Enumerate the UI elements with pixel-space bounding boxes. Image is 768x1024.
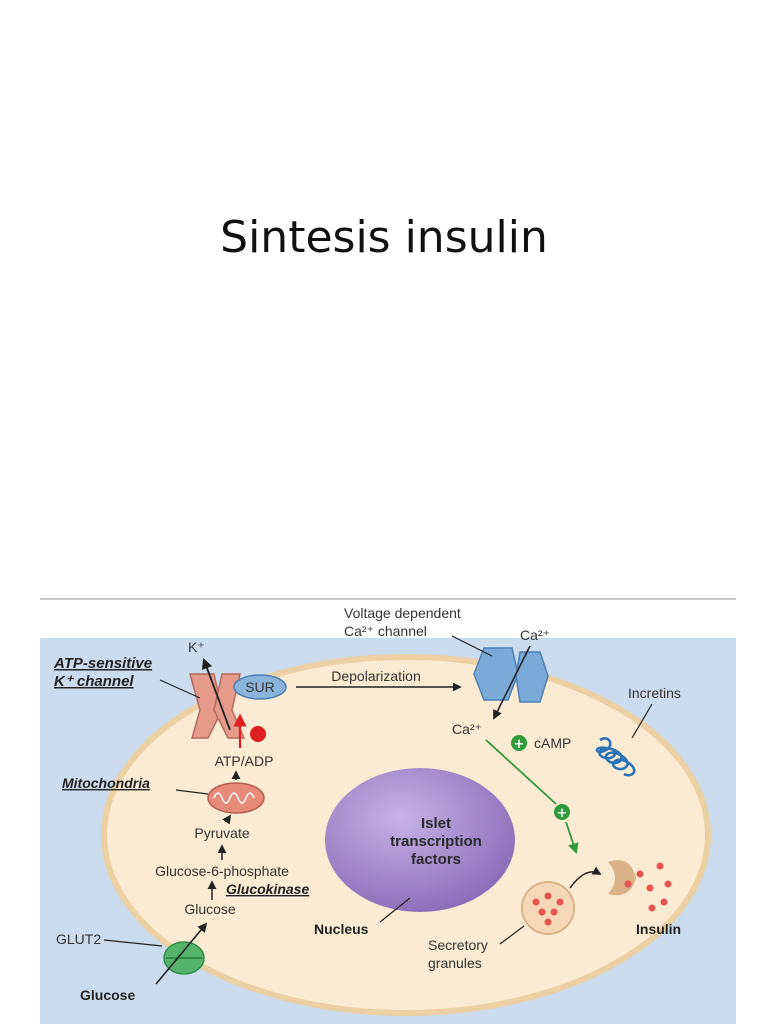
incretins-leader (631, 703, 653, 739)
incretin-receptor (595, 737, 636, 777)
glucokinase-label: Glucokinase (226, 881, 309, 897)
mitochondria-cristae (213, 792, 255, 804)
glucose-outside-label: Glucose (80, 987, 135, 1003)
mitochondria (207, 782, 265, 814)
nucleus-label: Nucleus (314, 921, 369, 937)
islet-label-1: Islet (421, 815, 451, 832)
glut2-label: GLUT2 (56, 931, 101, 947)
camp-plus-icon (511, 735, 527, 751)
granule-exocytosis-arrow (569, 866, 602, 889)
diagram-top-rule (40, 598, 736, 600)
ca-outside-label: Ca²⁺ (520, 627, 550, 643)
insulin-label: Insulin (636, 921, 681, 937)
sur-receptor (233, 674, 287, 700)
pyruvate-arrow (222, 814, 231, 825)
pyruvate-label: Pyruvate (194, 825, 249, 841)
atp-channel-label-2: K⁺ channel (54, 673, 134, 690)
atp-channel-leader (159, 679, 201, 699)
depolarization-label: Depolarization (331, 668, 421, 684)
secretory-leader (499, 925, 525, 945)
islet-label-2: transcription (390, 833, 482, 850)
ca-channel-left (473, 647, 519, 701)
camp-plus-glyph: + (514, 737, 525, 752)
mitochondria-leader (175, 789, 209, 795)
secretory-granule (521, 881, 575, 935)
g6p-label: Glucose-6-phosphate (155, 863, 289, 879)
insulin-secretion-diagram: Islet transcription factors SUR K⁺ ATP-s… (40, 598, 736, 1024)
glucose-uptake-arrow (155, 922, 208, 985)
ca-channel-right (515, 651, 549, 703)
k-efflux-arrow (201, 657, 231, 731)
released-insulin-dots (624, 862, 672, 912)
ca-inside-label: Ca²⁺ (452, 721, 482, 737)
sur-label: SUR (245, 679, 275, 695)
secretory-label-1: Secretory (428, 937, 488, 953)
voltage-label-2: Ca²⁺ channel (344, 623, 427, 639)
nucleus-leader (379, 897, 411, 923)
granule-plus-icon (554, 804, 570, 820)
voltage-leader (451, 635, 493, 657)
ca-to-granule-green-arrow-1 (485, 739, 557, 805)
granule-insulin-dots (532, 892, 564, 926)
k-plus-label: K⁺ (188, 639, 205, 655)
islet-label-3: factors (411, 851, 461, 868)
nucleus (325, 768, 515, 912)
glucose-inside-label: Glucose (184, 901, 236, 917)
ca-to-granule-green-arrow-2 (565, 821, 579, 855)
atp-channel-label-1: ATP-sensitive (53, 655, 152, 672)
incretins-label: Incretins (628, 685, 681, 701)
camp-label: cAMP (534, 735, 571, 751)
ca-influx-arrow (493, 645, 531, 720)
voltage-label-1: Voltage dependent (344, 605, 461, 621)
atp-adp-label: ATP/ADP (215, 753, 274, 769)
atp-red-dot (250, 726, 266, 742)
secretory-label-2: granules (428, 955, 482, 971)
slide-title: Sintesis insulin (220, 212, 548, 263)
glut2-leader (103, 939, 163, 947)
granule-plus-glyph: + (557, 806, 568, 821)
mitochondria-label: Mitochondria (62, 775, 150, 791)
